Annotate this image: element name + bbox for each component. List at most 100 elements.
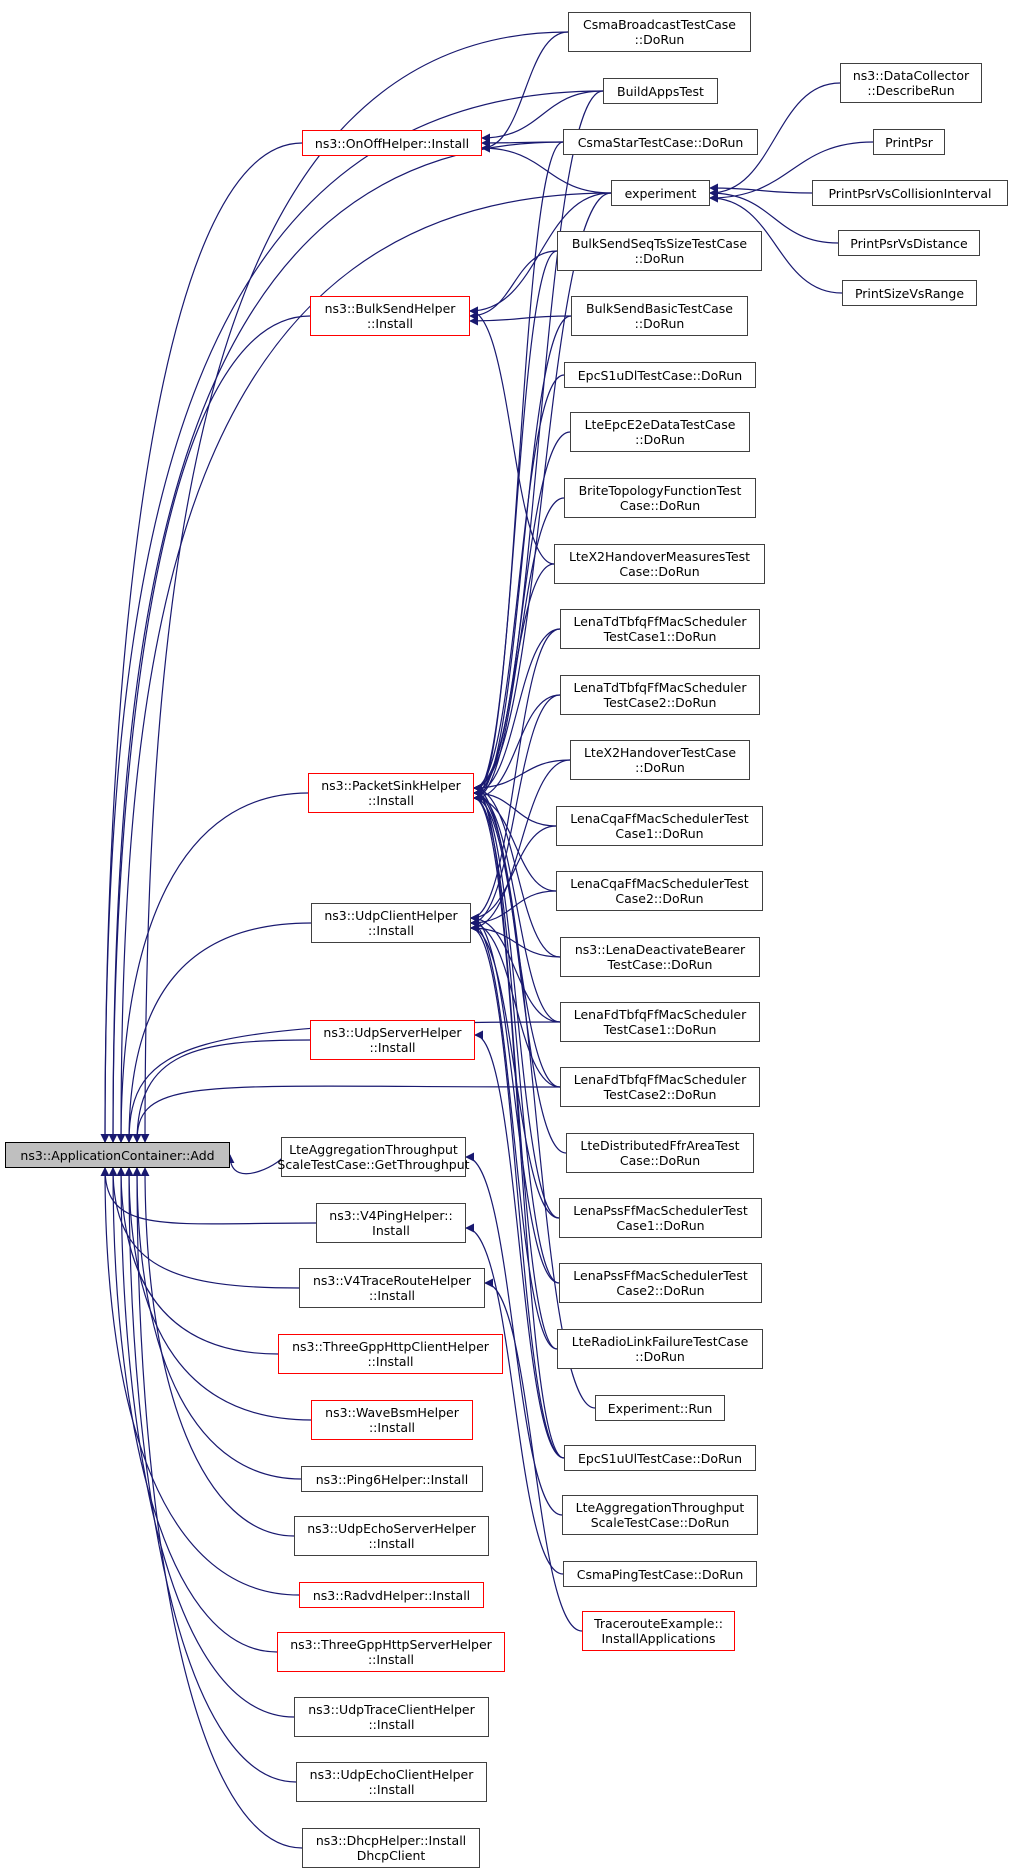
graph-node-pss1[interactable]: LenaPssFfMacSchedulerTest Case1::DoRun — [559, 1198, 762, 1238]
graph-node-udpserver[interactable]: ns3::UdpServerHelper ::Install — [310, 1020, 475, 1060]
graph-node-printsize[interactable]: PrintSizeVsRange — [842, 280, 977, 306]
edge-udpechoserver-to-root — [140, 1167, 295, 1537]
edge-buildapps-to-onoff — [481, 90, 604, 143]
edge-ffrarea-to-packetsink — [473, 783, 567, 1154]
edge-csmabroadcast-to-root — [140, 31, 569, 1143]
edge-pss1-to-udpclient — [470, 923, 560, 1219]
graph-node-bulkbasic[interactable]: BulkSendBasicTestCase ::DoRun — [571, 296, 748, 336]
edge-traceroute-to-v4trace — [484, 1278, 583, 1632]
graph-node-datacollector[interactable]: ns3::DataCollector ::DescribeRun — [840, 63, 982, 103]
edge-httpserver-to-root — [108, 1167, 278, 1653]
edge-v4trace-to-root — [108, 1167, 300, 1289]
edge-x2meas-to-packetsink — [473, 563, 555, 793]
edge-csmastar-to-onoff — [481, 138, 564, 148]
graph-node-fdtbfq2[interactable]: LenaFdTbfqFfMacScheduler TestCase2::DoRu… — [560, 1067, 760, 1107]
graph-node-csmaping[interactable]: CsmaPingTestCase::DoRun — [563, 1561, 757, 1587]
edge-udpserver-to-root — [132, 1039, 311, 1143]
edge-deact-to-packetsink — [473, 783, 561, 958]
graph-node-bulksend[interactable]: ns3::BulkSendHelper ::Install — [310, 296, 470, 336]
edge-dhcp-to-root — [132, 1167, 303, 1849]
edge-bulksend-to-root — [108, 315, 311, 1143]
edge-fdtbfq1-to-udpclient — [470, 913, 561, 1023]
edge-x2ho-to-packetsink — [473, 759, 571, 793]
edge-epcul-to-udpserver — [474, 1030, 565, 1459]
graph-node-csmabroadcast[interactable]: CsmaBroadcastTestCase ::DoRun — [568, 12, 751, 52]
graph-node-tdtbfq1[interactable]: LenaTdTbfqFfMacScheduler TestCase1::DoRu… — [560, 609, 760, 649]
graph-node-fdtbfq1[interactable]: LenaFdTbfqFfMacScheduler TestCase1::DoRu… — [560, 1002, 760, 1042]
graph-node-udpechoserver[interactable]: ns3::UdpEchoServerHelper ::Install — [294, 1516, 489, 1556]
graph-node-lteepce2e[interactable]: LteEpcE2eDataTestCase ::DoRun — [570, 412, 750, 452]
graph-node-v4trace[interactable]: ns3::V4TraceRouteHelper ::Install — [299, 1268, 485, 1308]
edge-csmabroadcast-to-onoff — [481, 31, 569, 153]
edge-experiment-to-root — [116, 192, 612, 1143]
graph-node-pss2[interactable]: LenaPssFfMacSchedulerTest Case2::DoRun — [559, 1263, 762, 1303]
graph-node-cqa2[interactable]: LenaCqaFfMacSchedulerTest Case2::DoRun — [556, 871, 763, 911]
edge-radvd-to-root — [100, 1167, 300, 1596]
graph-node-tdtbfq2[interactable]: LenaTdTbfqFfMacScheduler TestCase2::DoRu… — [560, 675, 760, 715]
graph-node-buildapps[interactable]: BuildAppsTest — [603, 78, 718, 104]
graph-node-udptrace[interactable]: ns3::UdpTraceClientHelper ::Install — [294, 1697, 489, 1737]
edge-csmastar-to-packetsink — [473, 141, 564, 803]
graph-node-cqa1[interactable]: LenaCqaFfMacSchedulerTest Case1::DoRun — [556, 806, 763, 846]
graph-node-experiment[interactable]: experiment — [611, 180, 710, 206]
graph-node-udpclient[interactable]: ns3::UdpClientHelper ::Install — [311, 903, 471, 943]
edge-printsize-to-experiment — [709, 193, 843, 294]
graph-node-packetsink[interactable]: ns3::PacketSinkHelper ::Install — [308, 773, 474, 813]
graph-node-bulkseq[interactable]: BulkSendSeqTsSizeTestCase ::DoRun — [557, 231, 762, 271]
edge-fdtbfq2-to-udpclient — [470, 918, 561, 1088]
graph-node-httpclient[interactable]: ns3::ThreeGppHttpClientHelper ::Install — [278, 1334, 503, 1374]
edge-epcdl-to-packetsink — [473, 374, 565, 793]
graph-node-v4ping[interactable]: ns3::V4PingHelper:: Install — [316, 1203, 466, 1243]
graph-node-root: ns3::ApplicationContainer::Add — [5, 1142, 230, 1168]
edge-udpechoclient-to-root — [124, 1167, 297, 1783]
graph-node-epcdl[interactable]: EpcS1uDlTestCase::DoRun — [564, 362, 756, 388]
edge-udptrace-to-root — [116, 1167, 295, 1718]
graph-node-traceroute[interactable]: TracerouteExample:: InstallApplications — [582, 1611, 735, 1651]
graph-node-rlf[interactable]: LteRadioLinkFailureTestCase ::DoRun — [557, 1329, 763, 1369]
edge-experiment-to-onoff — [481, 143, 612, 194]
edge-onoff-to-root — [100, 142, 303, 1143]
graph-node-printpsr[interactable]: PrintPsr — [873, 129, 945, 155]
graph-node-ping6[interactable]: ns3::Ping6Helper::Install — [301, 1466, 483, 1492]
graph-node-httpserver[interactable]: ns3::ThreeGppHttpServerHelper ::Install — [277, 1632, 505, 1672]
graph-node-radvd[interactable]: ns3::RadvdHelper::Install — [299, 1582, 484, 1608]
edge-v4ping-to-root — [100, 1167, 317, 1225]
graph-node-epcul[interactable]: EpcS1uUlTestCase::DoRun — [564, 1445, 756, 1471]
graph-node-ffrarea[interactable]: LteDistributedFfrAreaTest Case::DoRun — [566, 1133, 754, 1173]
edge-epcul-to-packetsink — [473, 793, 565, 1459]
edge-bulkseq-to-bulksend — [469, 250, 558, 321]
edge-bulkseq-to-packetsink — [473, 250, 558, 798]
edge-rlf-to-packetsink — [473, 783, 558, 1350]
edge-rlf-to-udpclient — [470, 918, 558, 1350]
graph-node-x2meas[interactable]: LteX2HandoverMeasuresTest Case::DoRun — [554, 544, 765, 584]
edge-tdtbfq2-to-udpclient — [470, 694, 561, 928]
edge-printdist-to-experiment — [709, 188, 839, 244]
edge-lteaggget-to-root — [225, 1154, 283, 1175]
graph-node-dhcp[interactable]: ns3::DhcpHelper::Install DhcpClient — [302, 1828, 480, 1868]
graph-node-udpechoclient[interactable]: ns3::UdpEchoClientHelper ::Install — [296, 1762, 487, 1802]
edge-cqa2-to-udpclient — [470, 890, 557, 928]
edge-csmaping-to-v4ping — [465, 1223, 564, 1575]
edge-csmastar-to-root — [108, 141, 564, 1143]
edge-exprun-to-packetsink — [473, 788, 596, 1409]
edge-bulkbasic-to-bulksend — [469, 315, 572, 326]
graph-node-exprun[interactable]: Experiment::Run — [595, 1395, 725, 1421]
edge-pss2-to-packetsink — [473, 793, 560, 1284]
graph-node-onoff[interactable]: ns3::OnOffHelper::Install — [302, 130, 482, 156]
graph-node-printcoll[interactable]: PrintPsrVsCollisionInterval — [812, 180, 1008, 206]
graph-node-lteaggrun[interactable]: LteAggregationThroughput ScaleTestCase::… — [562, 1495, 758, 1535]
graph-node-csmastar[interactable]: CsmaStarTestCase::DoRun — [563, 129, 758, 155]
edge-packetsink-to-root — [116, 792, 309, 1143]
edge-udpclient-to-root — [124, 922, 312, 1143]
edge-experiment-to-bulksend — [469, 192, 612, 316]
graph-node-x2ho[interactable]: LteX2HandoverTestCase ::DoRun — [570, 740, 750, 780]
graph-node-brite[interactable]: BriteTopologyFunctionTest Case::DoRun — [564, 478, 756, 518]
graph-node-printdist[interactable]: PrintPsrVsDistance — [838, 230, 980, 256]
graph-node-wavebsm[interactable]: ns3::WaveBsmHelper ::Install — [311, 1400, 473, 1440]
edge-printpsr-to-experiment — [709, 141, 874, 203]
edge-x2meas-to-bulksend — [469, 306, 555, 565]
edge-fdtbfq2-to-root — [132, 1085, 561, 1143]
graph-node-lteaggget[interactable]: LteAggregationThroughput ScaleTestCase::… — [277, 1137, 470, 1177]
edge-lteepce2e-to-packetsink — [473, 431, 571, 798]
graph-node-deact[interactable]: ns3::LenaDeactivateBearer TestCase::DoRu… — [560, 937, 760, 977]
